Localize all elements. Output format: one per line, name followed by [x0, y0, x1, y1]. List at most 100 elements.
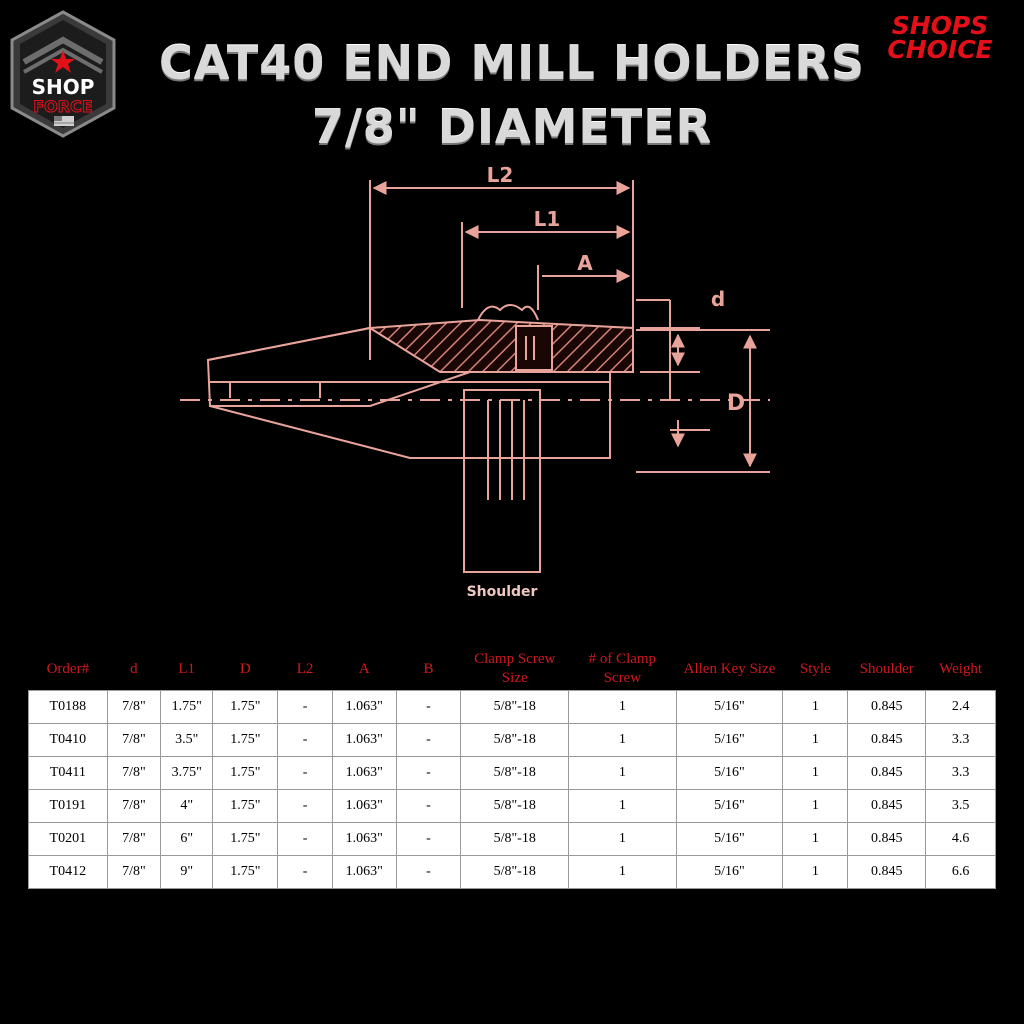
shops-choice-logo: SHOPS CHOICE [872, 11, 1008, 70]
table-row: T0412 7/8" 9" 1.75" - 1.063" - 5/8"-18 1… [28, 855, 996, 889]
cell-dd: 1.75" [212, 723, 279, 757]
cell-clamp-screw-count: 1 [568, 822, 677, 856]
col-a: A [332, 648, 397, 691]
cell-clamp-screw-count: 1 [568, 855, 677, 889]
col-b: B [396, 648, 461, 691]
cell-order: T0412 [28, 855, 108, 889]
cell-clamp-screw-size: 5/8"-18 [460, 690, 570, 724]
col-d: d [107, 648, 161, 691]
cell-d: 7/8" [106, 690, 162, 724]
cell-clamp-screw-count: 1 [568, 690, 677, 724]
cell-weight: 2.4 [925, 690, 996, 724]
table-row: T0188 7/8" 1.75" 1.75" - 1.063" - 5/8"-1… [28, 690, 996, 724]
cell-d: 7/8" [106, 789, 162, 823]
cell-clamp-screw-size: 5/8"-18 [460, 723, 570, 757]
cell-allen-key-size: 5/16" [675, 855, 784, 889]
table-header-row: Order# d L1 D L2 A B Clamp Screw Size # … [28, 648, 996, 691]
label-d-small: d [711, 287, 725, 311]
cell-l2: - [277, 723, 333, 757]
cell-a: 1.063" [331, 756, 397, 790]
cell-allen-key-size: 5/16" [675, 822, 784, 856]
col-clamp-screw-size: Clamp Screw Size [460, 648, 569, 691]
cell-b: - [395, 855, 462, 889]
cell-b: - [395, 789, 462, 823]
cell-l1: 1.75" [160, 690, 214, 724]
label-d-big: D [727, 391, 745, 416]
cell-dd: 1.75" [212, 789, 279, 823]
cell-b: - [395, 822, 462, 856]
logo-word-shop: SHOP [32, 75, 95, 99]
cell-shoulder: 0.845 [847, 723, 927, 757]
cell-order: T0188 [28, 690, 108, 724]
cell-order: T0191 [28, 789, 108, 823]
cell-l2: - [277, 855, 333, 889]
cell-style: 1 [782, 789, 849, 823]
cell-style: 1 [782, 690, 849, 724]
cell-b: - [395, 723, 462, 757]
cell-order: T0410 [28, 723, 108, 757]
col-clamp-screw-count: # of Clamp Screw [568, 648, 677, 691]
cell-l1: 3.75" [160, 756, 214, 790]
cell-weight: 6.6 [925, 855, 996, 889]
cell-l1: 3.5" [160, 723, 214, 757]
cell-a: 1.063" [331, 723, 397, 757]
cell-style: 1 [782, 756, 849, 790]
page-subtitle: 7/8" DIAMETER [311, 100, 713, 154]
cell-dd: 1.75" [212, 756, 279, 790]
cell-shoulder: 0.845 [847, 789, 927, 823]
cell-clamp-screw-size: 5/8"-18 [460, 855, 570, 889]
cell-b: - [395, 756, 462, 790]
cell-clamp-screw-count: 1 [568, 723, 677, 757]
cell-shoulder: 0.845 [847, 855, 927, 889]
cell-shoulder: 0.845 [847, 822, 927, 856]
cell-allen-key-size: 5/16" [675, 789, 784, 823]
col-order: Order# [28, 648, 108, 691]
cell-weight: 3.3 [925, 723, 996, 757]
star-icon [51, 50, 75, 73]
page-title: CAT40 END MILL HOLDERS [159, 36, 865, 90]
col-allen-key-size: Allen Key Size [676, 648, 783, 691]
cell-allen-key-size: 5/16" [675, 756, 784, 790]
table-row: T0191 7/8" 4" 1.75" - 1.063" - 5/8"-18 1… [28, 789, 996, 823]
col-shoulder: Shoulder [847, 648, 926, 691]
cell-clamp-screw-size: 5/8"-18 [460, 756, 570, 790]
col-dd: D [212, 648, 278, 691]
col-l1: L1 [160, 648, 213, 691]
cell-d: 7/8" [106, 756, 162, 790]
cell-order: T0411 [28, 756, 108, 790]
flag-icon [54, 116, 74, 126]
label-shoulder: Shoulder [467, 584, 538, 600]
label-l1: L1 [534, 207, 561, 231]
cell-style: 1 [782, 723, 849, 757]
cell-a: 1.063" [331, 789, 397, 823]
spec-table: Order# d L1 D L2 A B Clamp Screw Size # … [28, 648, 996, 889]
cell-style: 1 [782, 855, 849, 889]
cell-shoulder: 0.845 [847, 690, 927, 724]
cell-allen-key-size: 5/16" [675, 723, 784, 757]
cell-l2: - [277, 690, 333, 724]
col-weight: Weight [925, 648, 996, 691]
cell-dd: 1.75" [212, 690, 279, 724]
cell-l1: 9" [160, 855, 214, 889]
cell-allen-key-size: 5/16" [675, 690, 784, 724]
cell-a: 1.063" [331, 855, 397, 889]
cell-dd: 1.75" [212, 822, 279, 856]
cell-l1: 6" [160, 822, 214, 856]
cell-d: 7/8" [106, 723, 162, 757]
cell-clamp-screw-size: 5/8"-18 [460, 789, 570, 823]
logo-word-choice: CHOICE [887, 35, 993, 64]
cell-l1: 4" [160, 789, 214, 823]
logo-word-shops: SHOPS [891, 11, 989, 40]
shop-force-logo: SHOP FORCE [10, 10, 116, 138]
cell-shoulder: 0.845 [847, 756, 927, 790]
cell-clamp-screw-size: 5/8"-18 [460, 822, 570, 856]
cell-d: 7/8" [106, 822, 162, 856]
label-a: A [577, 251, 593, 275]
cell-clamp-screw-count: 1 [568, 756, 677, 790]
cell-style: 1 [782, 822, 849, 856]
logo-word-force: FORCE [33, 97, 93, 116]
cell-weight: 3.5 [925, 789, 996, 823]
cell-l2: - [277, 789, 333, 823]
cell-a: 1.063" [331, 822, 397, 856]
cell-l2: - [277, 822, 333, 856]
